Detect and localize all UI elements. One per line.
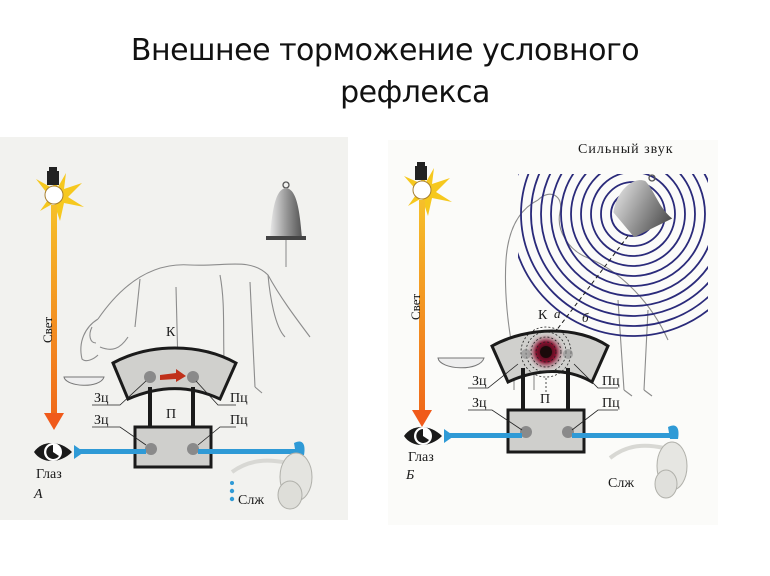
cortex-visual-center <box>144 371 156 383</box>
saliva-drops <box>229 481 235 502</box>
food-center-sub-label: Пц <box>602 396 620 411</box>
afferent-nerve <box>80 449 146 454</box>
food-center-sub-label: Пц <box>230 413 248 428</box>
visual-center-cortex-label: Зц <box>94 391 109 406</box>
strong-sound-label: Сильный звук <box>578 142 674 157</box>
light-arrow-icon <box>412 410 432 427</box>
subcortex-label: П <box>540 392 551 407</box>
slide-title: Внешнее торможение условного рефлекса <box>0 30 770 114</box>
dog-outline <box>504 193 669 397</box>
cortex-food-center <box>187 371 199 383</box>
visual-center-cortex-label: Зц <box>472 374 487 389</box>
diagram-a-graphics <box>34 167 313 510</box>
focus-a-label: а <box>554 306 561 321</box>
gland-label: Слж <box>608 476 634 491</box>
light-bulb-icon <box>36 167 84 221</box>
sound-waves <box>518 174 708 337</box>
eye-label: Глаз <box>36 467 62 482</box>
visual-center-sub-label: Зц <box>472 396 487 411</box>
bowl-icon <box>63 376 105 386</box>
bowl-icon <box>437 357 485 369</box>
light-beam <box>419 200 425 412</box>
eye-icon <box>34 443 72 461</box>
visual-center-sub-label: Зц <box>94 413 109 428</box>
light-label: Свет <box>40 316 55 343</box>
excitation-arrow-icon <box>160 369 186 382</box>
eye-label: Глаз <box>408 450 434 465</box>
title-line-1: Внешнее торможение условного <box>130 33 640 68</box>
cortex-label: К <box>166 325 176 340</box>
light-beam <box>51 205 57 415</box>
afferent-nerve <box>450 433 522 438</box>
eye-icon <box>404 427 442 445</box>
cortex-food-center <box>563 349 573 359</box>
light-label: Свет <box>408 293 423 320</box>
cortex-label: К <box>538 308 548 323</box>
efferent-nerve <box>572 433 672 438</box>
subcortex-label: П <box>166 407 177 422</box>
gland-label: Слж <box>238 493 264 508</box>
light-arrow-icon <box>44 413 64 430</box>
salivary-gland-icon <box>608 441 688 499</box>
bell-icon <box>266 181 306 267</box>
bell-icon <box>613 174 673 238</box>
title-line-2: рефлекса <box>340 75 490 110</box>
efferent-nerve <box>198 449 298 454</box>
food-center-cortex-label: Пц <box>602 374 620 389</box>
panel-letter: А <box>34 487 43 502</box>
diagram-panel-a: Свет К П Зц Пц Зц Пц Глаз А Слж <box>0 137 348 520</box>
panel-letter: Б <box>406 468 415 483</box>
dog-outline <box>80 263 311 394</box>
food-center-cortex-label: Пц <box>230 391 248 406</box>
light-bulb-icon <box>404 162 452 216</box>
diagram-panel-b: Сильный звук Свет К а б П Зц Пц Зц Пц Гл… <box>388 140 718 525</box>
diagram-b-graphics <box>404 162 708 499</box>
focus-b-label: б <box>582 310 589 325</box>
cortex-visual-center <box>521 349 531 359</box>
salivary-gland-icon <box>230 452 313 510</box>
